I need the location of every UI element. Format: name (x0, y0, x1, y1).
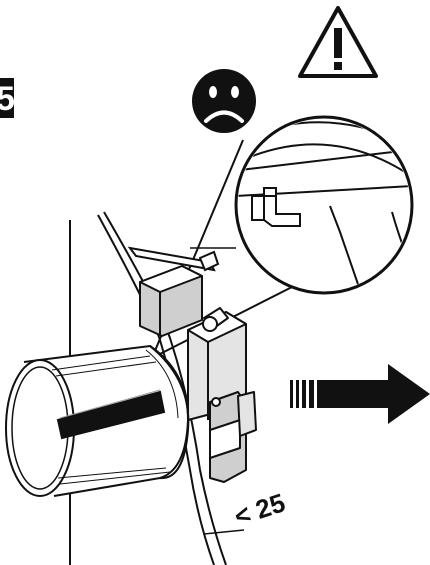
clearance-measurement: < 25 (203, 487, 289, 535)
magnifier-circle (234, 115, 414, 295)
mounting-strap (127, 246, 220, 272)
step-number: 5 (0, 80, 15, 118)
clearance-label: < 25 (231, 487, 289, 531)
right-arrow-icon (290, 364, 430, 424)
sad-face-icon (192, 69, 256, 133)
roller-tube (5, 344, 190, 497)
warning-triangle-icon (298, 6, 378, 78)
motor-bracket (139, 265, 257, 483)
step-badge: 5 (0, 78, 15, 118)
